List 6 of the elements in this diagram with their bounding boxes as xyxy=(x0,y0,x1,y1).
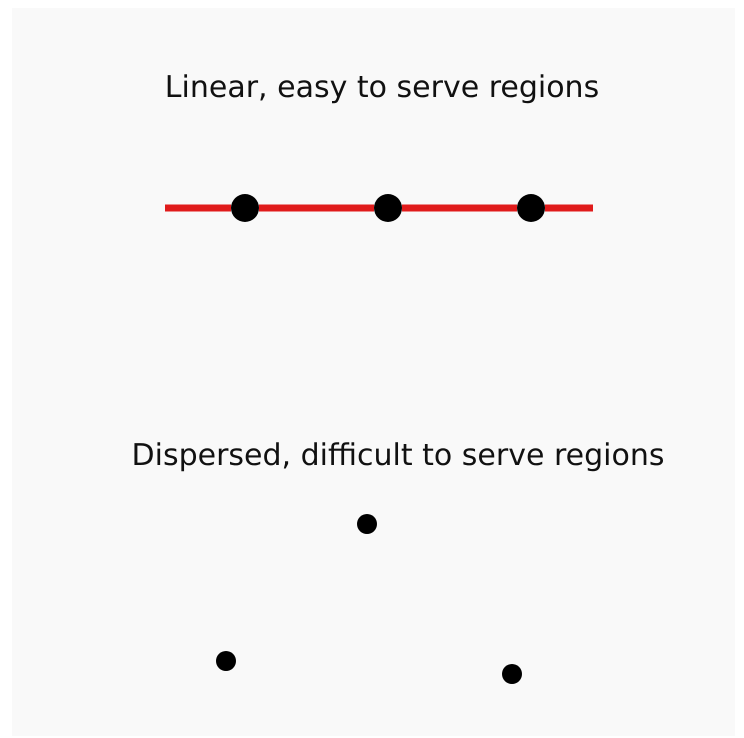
line-segment xyxy=(259,204,374,212)
line-segment xyxy=(545,204,593,212)
heading-text: Dispersed, difficult to serve regions xyxy=(132,438,664,473)
line-segment xyxy=(165,204,231,212)
line-segment xyxy=(402,204,517,212)
heading-text: Linear, easy to serve regions xyxy=(164,70,600,105)
